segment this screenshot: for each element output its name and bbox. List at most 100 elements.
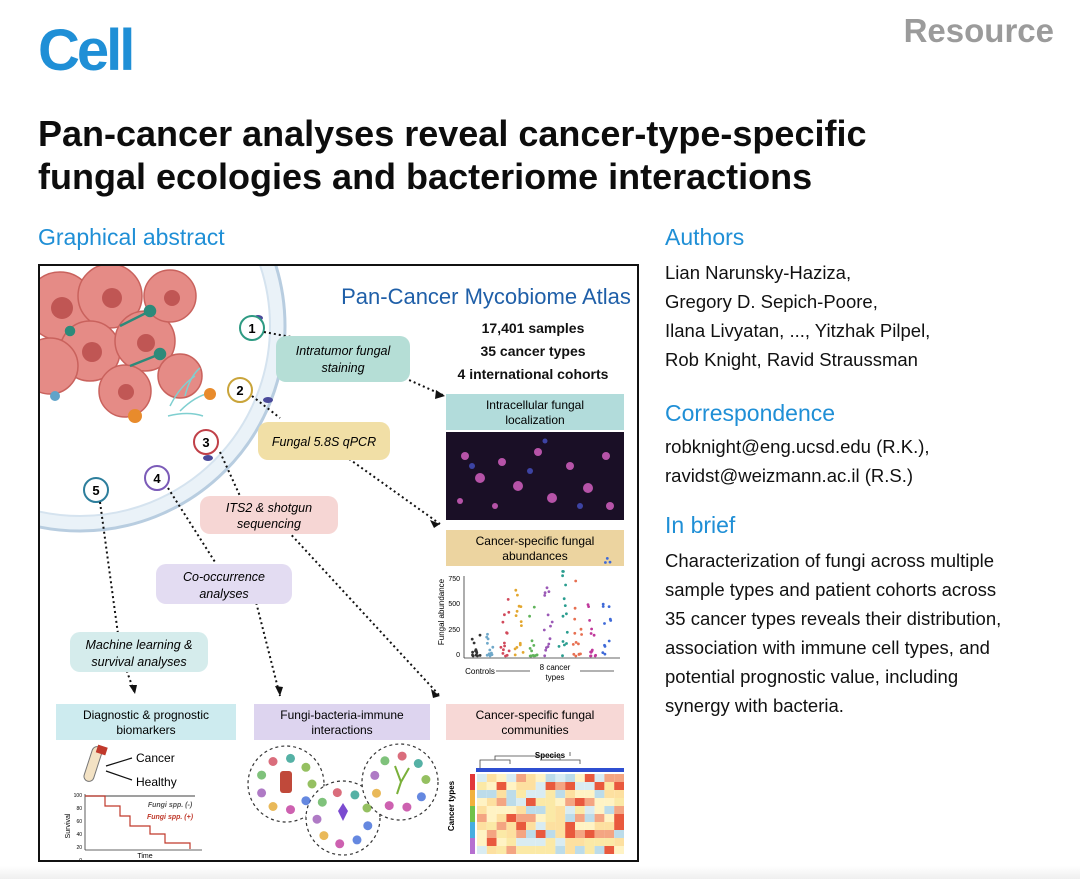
- abundance-dot: [593, 654, 597, 658]
- panel-title: Diagnostic & prognostic: [83, 708, 209, 722]
- method-label: survival analyses: [91, 655, 186, 669]
- network-node: [352, 835, 362, 845]
- heatmap-cell: [506, 774, 517, 782]
- heatmap-cell: [584, 838, 595, 846]
- method-label: Machine learning &: [85, 638, 192, 652]
- page-bottom-edge: [0, 866, 1080, 879]
- network-node: [317, 797, 327, 807]
- heatmap-cell: [584, 814, 595, 822]
- abundance-dot: [507, 649, 511, 653]
- heatmap-cell: [584, 806, 595, 814]
- heatmap-cell: [506, 782, 517, 790]
- heatmap-cell: [477, 814, 487, 822]
- heatmap-cell: [477, 774, 487, 782]
- heatmap-cell: [614, 830, 624, 838]
- network-node: [372, 788, 381, 798]
- heatmap-cell: [545, 806, 556, 814]
- abundance-dot: [514, 614, 518, 617]
- heatmap-cell: [555, 790, 566, 798]
- abundance-dot: [530, 649, 533, 653]
- heatmap-cell: [535, 822, 546, 830]
- abundance-dot: [590, 648, 594, 652]
- abundance-dot: [603, 645, 607, 648]
- heatmap-cell: [477, 790, 487, 798]
- healthy-label: Healthy: [136, 775, 177, 789]
- heatmap-cell: [506, 798, 517, 806]
- abundance-dot: [486, 637, 490, 641]
- panel-title: Intracellular fungal: [486, 398, 584, 412]
- cancer-label: Cancer: [136, 751, 175, 765]
- heatmap-cell: [565, 782, 575, 790]
- abundance-dot: [561, 570, 565, 573]
- abundance-dot: [501, 620, 505, 624]
- abundance-dot: [475, 650, 478, 653]
- abundance-dot: [485, 653, 489, 657]
- heatmap-cell: [486, 814, 497, 822]
- interactions-panel: Fungi-bacteria-immune interactions: [247, 704, 439, 856]
- email-link[interactable]: robknight@eng.ucsd.edu (R.K.),: [665, 436, 930, 457]
- heatmap-cell: [526, 822, 536, 830]
- email-link[interactable]: ravidst@weizmann.ac.il (R.S.): [665, 465, 914, 486]
- panel-title: Cancer-specific fungal: [476, 534, 595, 548]
- panel-title: biomarkers: [116, 723, 175, 737]
- heatmap-cell: [614, 782, 624, 790]
- heatmap-cell: [594, 846, 605, 854]
- heatmap-xlabel: Species: [535, 751, 566, 760]
- survival-ylabel: Survival: [65, 813, 72, 838]
- abundance-dot: [520, 624, 523, 627]
- network-node: [380, 756, 390, 766]
- abundance-dot: [476, 654, 479, 657]
- survival-ytick: 40: [76, 832, 82, 838]
- heatmap-cell: [604, 822, 615, 830]
- panel-title: localization: [505, 413, 564, 427]
- heatmap-cell: [496, 814, 507, 822]
- heatmap-cell: [496, 846, 507, 854]
- stat-samples: 17,401 samples: [482, 320, 585, 336]
- abundance-dot: [514, 588, 518, 592]
- abundance-dot: [521, 651, 525, 654]
- heatmap-cell: [535, 782, 546, 790]
- panel-title: communities: [501, 723, 568, 737]
- brief-line: Characterization of fungi across multipl…: [665, 550, 995, 571]
- heatmap-cell: [614, 774, 624, 782]
- heatmap-cell: [535, 846, 546, 854]
- heatmap-cell: [496, 838, 507, 846]
- heatmap-cell: [486, 782, 497, 790]
- heatmap-cell: [575, 830, 585, 838]
- brief-line: potential prognostic value, including: [665, 666, 959, 687]
- heatmap-cell: [526, 830, 536, 838]
- heatmap-cell: [496, 774, 507, 782]
- method-label: Co-occurrence: [183, 570, 265, 584]
- heatmap-cell: [516, 774, 526, 782]
- heatmap-cell: [594, 806, 605, 814]
- abundance-dot: [565, 612, 568, 616]
- heatmap-cell: [496, 782, 507, 790]
- abundance-dot: [513, 647, 517, 651]
- abundance-dot: [544, 648, 548, 652]
- network-node: [350, 790, 360, 800]
- author-line: Ilana Livyatan, ..., Yitzhak Pilpel,: [665, 320, 931, 341]
- heatmap-cell: [516, 822, 526, 830]
- heatmap-cell: [575, 838, 585, 846]
- heatmap-cell: [545, 790, 556, 798]
- heatmap-cell: [604, 798, 615, 806]
- heatmap-cell: [496, 830, 507, 838]
- step-number: 4: [153, 471, 161, 486]
- heatmap-cell: [575, 790, 585, 798]
- panel-title: Fungi-bacteria-immune: [280, 708, 404, 722]
- network-node: [397, 751, 407, 761]
- abundance-dot: [574, 579, 578, 583]
- step-1-badge: 1: [239, 315, 265, 341]
- abundance-dot: [573, 631, 577, 635]
- abundance-dot: [609, 619, 613, 622]
- heatmap-cell: [575, 798, 585, 806]
- heatmap-cell: [506, 814, 517, 822]
- abundance-dot: [565, 642, 568, 645]
- heatmap-cell: [614, 822, 624, 830]
- abundance-dot: [499, 645, 503, 649]
- heatmap-cell: [555, 822, 566, 830]
- author-line: Rob Knight, Ravid Straussman: [665, 349, 918, 370]
- abundance-dot: [565, 630, 569, 634]
- abundance-dot: [579, 627, 583, 631]
- abundance-dot: [470, 637, 474, 641]
